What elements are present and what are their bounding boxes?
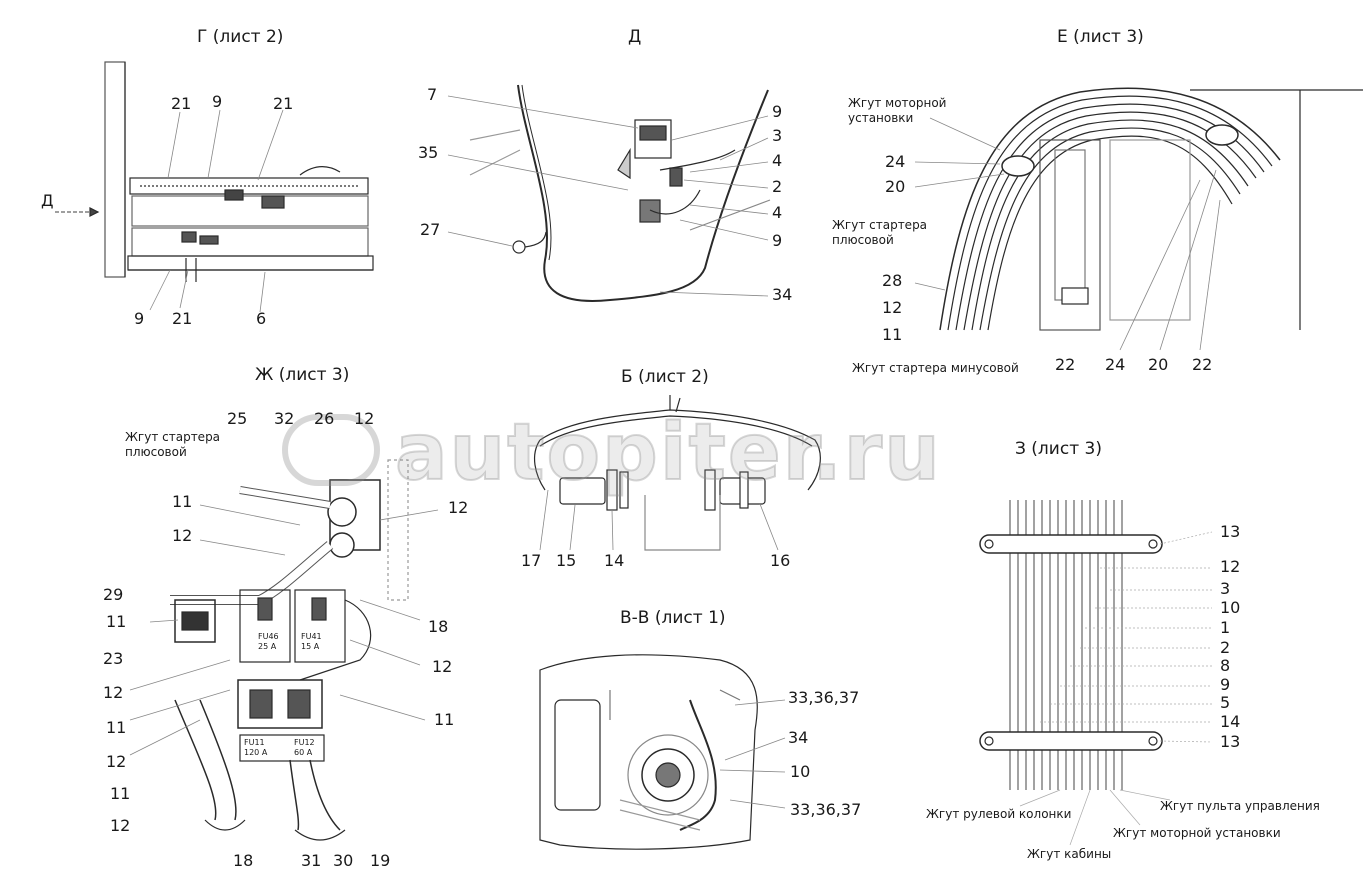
view-z-drawing (979, 500, 1213, 846)
view-d-callout: 34 (772, 285, 793, 304)
view-vv-title: В-В (лист 1) (620, 608, 726, 628)
view-zh-callout: 29 (103, 585, 124, 604)
view-e-harness-starter-plus: Жгут стартера плюсовой (832, 218, 928, 247)
fuse-label: FU11 120 A (244, 738, 268, 757)
view-vv-callout: 33,36,37 (788, 688, 860, 707)
view-d-title: Д (628, 27, 642, 47)
view-zh-callout: 23 (103, 649, 124, 668)
view-e-callout: 22 (1055, 355, 1076, 374)
view-zh-callout: 12 (172, 526, 193, 545)
view-g-callout: 21 (171, 94, 192, 113)
view-b-drawing (533, 395, 821, 551)
view-zh-callout: 11 (106, 612, 127, 631)
view-z-callout: 9 (1220, 675, 1231, 694)
view-zh-callout: 12 (432, 657, 453, 676)
view-g-callout: 9 (134, 309, 145, 328)
view-zh-callout: 12 (448, 498, 469, 517)
view-z-callout: 12 (1220, 557, 1241, 576)
view-d-drawing (447, 84, 771, 302)
view-zh-callout: 30 (333, 851, 354, 870)
view-g-callout: 21 (273, 94, 294, 113)
view-vv-callout: 33,36,37 (790, 800, 862, 819)
watermark-logo-icon (282, 414, 380, 486)
view-e-callout: 11 (882, 325, 903, 344)
view-zh-title: Ж (лист 3) (255, 365, 350, 385)
view-zh-callout: 11 (110, 784, 131, 803)
view-zh-callout: 11 (106, 718, 127, 737)
view-zh-callout: 32 (274, 409, 295, 428)
view-vv-drawing (539, 654, 786, 850)
view-d-callout: 27 (420, 220, 441, 239)
view-e-title: Е (лист 3) (1057, 27, 1144, 47)
view-zh-callout: 18 (428, 617, 449, 636)
view-z-harness-motor: Жгут моторной установки (1113, 826, 1281, 840)
view-zh-harness-starter-plus: Жгут стартера плюсовой (125, 430, 221, 459)
view-g-callout: Д (41, 191, 54, 210)
view-b-title: Б (лист 2) (621, 367, 709, 387)
view-z-harness-panel: Жгут пульта управления (1160, 799, 1320, 813)
view-zh-callout: 18 (233, 851, 254, 870)
view-e-callout: 12 (882, 298, 903, 317)
view-e-callout: 28 (882, 271, 903, 290)
view-b-callout: 16 (770, 551, 791, 570)
view-vv-callout: 34 (788, 728, 809, 747)
view-z-callout: 13 (1220, 522, 1241, 541)
view-b-callout: 17 (521, 551, 542, 570)
view-g-callout: 6 (256, 309, 267, 328)
fuse-label: FU12 60 A (294, 738, 315, 757)
view-z-callout: 5 (1220, 693, 1231, 712)
view-e-callout: 24 (885, 152, 906, 171)
view-g-callout: 21 (172, 309, 193, 328)
view-g-drawing (55, 61, 374, 313)
view-vv-callout: 10 (790, 762, 811, 781)
view-d-callout: 35 (418, 143, 439, 162)
view-zh-callout: 25 (227, 409, 248, 428)
view-g-title: Г (лист 2) (197, 27, 284, 47)
view-e-harness-starter-minus: Жгут стартера минусовой (852, 361, 1019, 375)
view-z-callout: 2 (1220, 638, 1231, 657)
view-e-callout: 20 (885, 177, 906, 196)
view-b-callout: 15 (556, 551, 577, 570)
view-z-title: З (лист 3) (1015, 439, 1102, 459)
view-zh-callout: 31 (301, 851, 322, 870)
view-e-drawing (914, 87, 1363, 351)
view-zh-drawing (129, 459, 439, 841)
view-z-callout: 8 (1220, 656, 1231, 675)
view-e-callout: 24 (1105, 355, 1126, 374)
view-zh-callout: 19 (370, 851, 391, 870)
view-z-harness-cab: Жгут кабины (1027, 847, 1112, 861)
watermark-text: autopiter.ru (394, 407, 942, 499)
view-zh-callout: 12 (354, 409, 375, 428)
view-zh-callout: 12 (110, 816, 131, 835)
view-z-callout: 1 (1220, 618, 1231, 637)
view-z-callout: 13 (1220, 732, 1241, 751)
view-zh-callout: 26 (314, 409, 335, 428)
view-z-callout: 3 (1220, 579, 1231, 598)
view-d-callout: 4 (772, 151, 783, 170)
view-zh-callout: 12 (103, 683, 124, 702)
view-e-callout: 22 (1192, 355, 1213, 374)
view-d-callout: 4 (772, 203, 783, 222)
view-zh-callout: 11 (434, 710, 455, 729)
view-z-harness-steering: Жгут рулевой колонки (926, 807, 1072, 821)
fuse-label: FU41 15 A (301, 632, 322, 651)
view-z-callout: 10 (1220, 598, 1241, 617)
view-e-callout: 20 (1148, 355, 1169, 374)
view-d-callout: 9 (772, 102, 783, 121)
view-d-callout: 3 (772, 126, 783, 145)
view-b-callout: 14 (604, 551, 625, 570)
view-g-callout: 9 (212, 92, 223, 111)
view-z-callout: 14 (1220, 712, 1241, 731)
view-d-callout: 9 (772, 231, 783, 250)
fuse-label: FU46 25 A (258, 632, 279, 651)
view-zh-callout: 11 (172, 492, 193, 511)
view-d-callout: 2 (772, 177, 783, 196)
view-zh-callout: 12 (106, 752, 127, 771)
view-e-harness-motor: Жгут моторной установки (848, 96, 947, 125)
view-d-callout: 7 (427, 85, 438, 104)
